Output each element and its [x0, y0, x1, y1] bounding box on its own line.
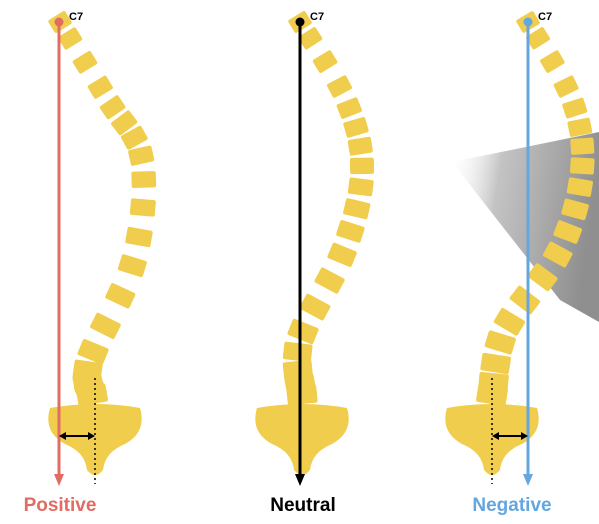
- vertebra: [570, 138, 594, 155]
- plumb-line-arrowhead: [54, 474, 64, 486]
- vertebra: [130, 198, 156, 217]
- vertebra: [58, 27, 83, 51]
- vertebra: [299, 293, 331, 321]
- vertebra: [348, 136, 374, 155]
- c7-marker: [296, 18, 305, 27]
- c7-marker: [524, 18, 533, 27]
- vertebra: [286, 384, 318, 405]
- vertebra: [348, 177, 374, 196]
- vertebra: [336, 97, 362, 120]
- vertebra: [480, 353, 511, 375]
- vertebra: [336, 220, 365, 244]
- vertebra: [509, 285, 541, 315]
- vertebra: [350, 158, 374, 174]
- panel-title-neutral: Neutral: [223, 495, 383, 517]
- vertebra: [570, 157, 595, 175]
- c7-marker: [55, 18, 64, 27]
- vertebra: [105, 282, 136, 309]
- panel-title-positive: Positive: [0, 495, 140, 517]
- sacrum: [255, 404, 348, 475]
- vertebra: [539, 50, 565, 74]
- vertebra: [87, 75, 114, 100]
- vertebra: [128, 145, 155, 166]
- vertebra: [484, 330, 516, 355]
- c7-label: C7: [538, 11, 552, 23]
- vertebra: [287, 318, 319, 344]
- vertebra: [327, 242, 358, 268]
- vertebra: [343, 198, 371, 220]
- vertebra: [125, 227, 153, 248]
- panel-neutral: C7: [255, 10, 374, 486]
- vertebra: [283, 342, 313, 363]
- vertebra: [72, 50, 98, 74]
- vertebra: [326, 75, 352, 99]
- panel-title-negative: Negative: [432, 495, 592, 517]
- vertebra: [343, 117, 369, 139]
- c7-label: C7: [69, 11, 83, 23]
- plumb-line-arrowhead: [523, 474, 533, 486]
- vertebra: [553, 75, 579, 98]
- panel-positive: C7: [48, 10, 157, 486]
- vertebra: [562, 97, 588, 119]
- vertebra: [131, 171, 156, 188]
- vertebra: [312, 50, 338, 74]
- plumb-line-arrowhead: [295, 474, 305, 486]
- vertebra: [89, 312, 121, 340]
- vertebra: [117, 254, 147, 278]
- vertebra: [314, 267, 346, 295]
- c7-label: C7: [310, 11, 324, 23]
- vertebra: [493, 307, 526, 336]
